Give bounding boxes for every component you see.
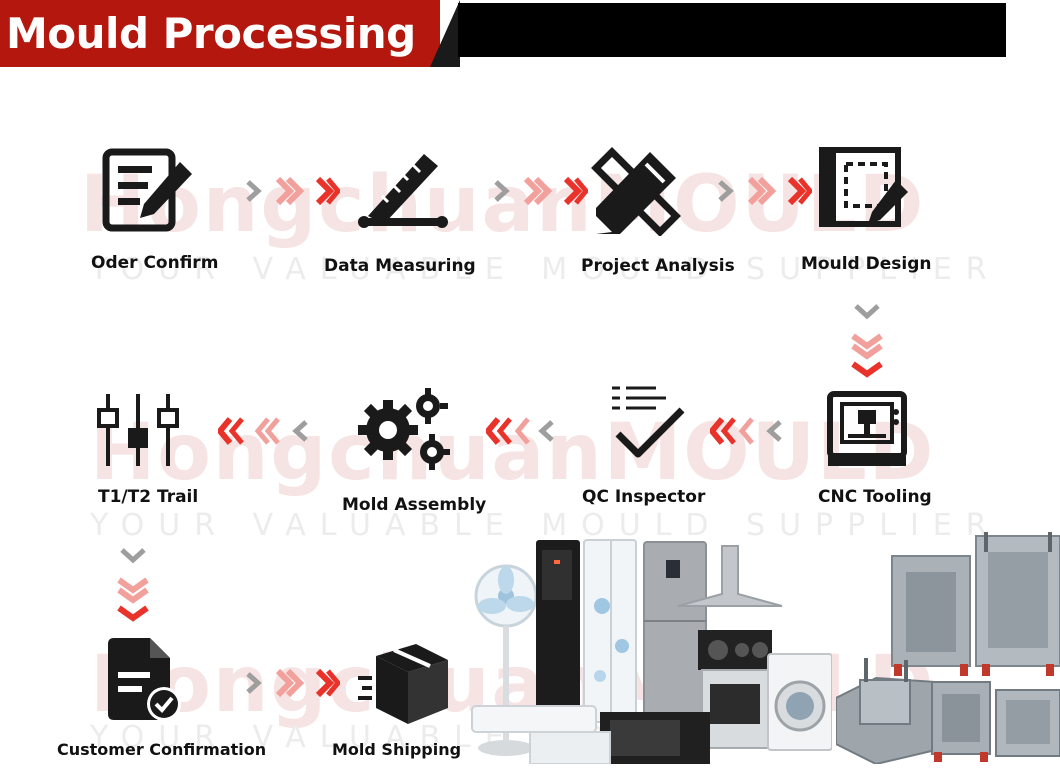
step-label: Oder Confirm xyxy=(91,253,219,273)
step-label: QC Inspector xyxy=(582,487,706,507)
header-banner xyxy=(0,0,440,67)
checklist-icon xyxy=(610,382,688,462)
chevron-left-icon xyxy=(486,417,554,445)
header-banner-notch xyxy=(430,0,460,67)
gears-icon xyxy=(356,388,450,474)
cnc-machine-icon xyxy=(826,390,908,468)
sliders-icon xyxy=(96,392,182,468)
chevron-left-icon xyxy=(710,417,782,445)
moulds-photo xyxy=(835,532,1060,766)
chevron-right-icon xyxy=(246,176,340,206)
chevron-down-icon xyxy=(117,548,149,622)
pencil-ruler-icon xyxy=(590,146,682,236)
step-label: Mould Design xyxy=(801,254,932,274)
step-label: Customer Confirmation xyxy=(57,740,267,759)
approved-document-icon xyxy=(104,636,184,722)
step-label: CNC Tooling xyxy=(818,487,932,507)
step-label: Mold Shipping xyxy=(332,740,462,759)
document-pen-icon xyxy=(100,148,196,232)
chevron-right-icon xyxy=(246,668,340,698)
appliances-photo xyxy=(470,536,833,765)
header-banner-bar xyxy=(458,3,1006,57)
step-label: Mold Assembly xyxy=(342,495,487,515)
page-title: Mould Processing xyxy=(6,9,416,58)
blueprint-icon xyxy=(818,146,910,230)
ruler-icon xyxy=(358,146,448,234)
step-label: T1/T2 Trail xyxy=(98,487,199,507)
step-label: Data Measuring xyxy=(324,256,476,276)
chevron-left-icon xyxy=(218,417,308,445)
step-label: Project Analysis xyxy=(581,256,735,276)
chevron-right-icon xyxy=(718,176,812,206)
chevron-right-icon xyxy=(494,176,588,206)
package-icon xyxy=(356,642,450,726)
chevron-down-icon xyxy=(851,304,883,378)
